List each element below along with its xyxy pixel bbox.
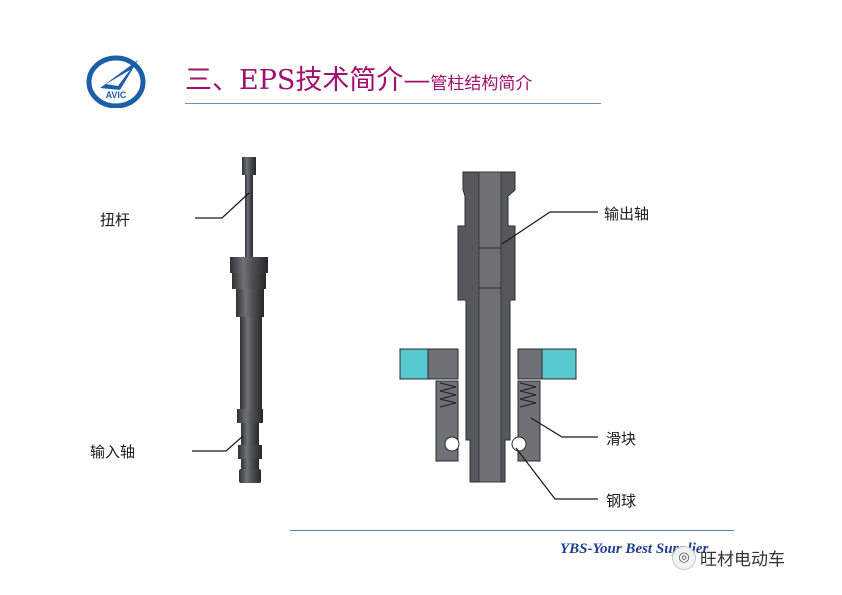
output-shaft-bore	[478, 171, 502, 483]
spring-left	[439, 382, 457, 408]
input-shaft-upper	[236, 289, 264, 317]
input-shaft-head	[230, 257, 268, 273]
spring-right	[519, 382, 537, 408]
title-dash: —	[403, 65, 431, 96]
watermark: ◎ 旺材电动车	[672, 545, 785, 570]
label-torsion-bar: 扭杆	[100, 211, 131, 229]
logo-text: AVIC	[106, 90, 127, 100]
watermark-text: 旺材电动车	[700, 550, 785, 570]
input-shaft-spline	[238, 445, 262, 459]
input-shaft-collar	[232, 273, 266, 289]
label-output-shaft: 输出轴	[604, 205, 650, 223]
footer-slogan: YBS-Your Best Supplier	[560, 541, 709, 557]
steel-ball-left	[444, 436, 460, 452]
wechat-icon: ◎	[672, 545, 696, 570]
page-title: 三、EPS技术简介—管柱结构简介	[185, 58, 532, 97]
title-sub: 管柱结构简介	[430, 74, 533, 94]
avic-logo: AVIC	[86, 55, 146, 108]
torsion-bar	[245, 175, 253, 257]
steel-ball-right	[511, 436, 527, 452]
input-shaft-groove	[241, 459, 259, 469]
label-slider: 滑块	[606, 430, 637, 448]
input-shaft-neck	[241, 423, 259, 445]
input-shaft-end	[239, 469, 261, 483]
input-shaft-ring	[237, 409, 263, 423]
title-main: 三、EPS技术简介	[185, 65, 404, 96]
torsion-bar-cap	[242, 157, 256, 175]
leader-lines	[192, 192, 598, 500]
title-underline	[185, 103, 601, 104]
label-input-shaft: 输入轴	[90, 443, 136, 461]
output-shaft-section	[399, 171, 577, 483]
label-steel-ball: 钢球	[606, 492, 637, 510]
footer-rule	[290, 530, 734, 531]
input-shaft-assembly	[230, 157, 268, 483]
input-shaft-body	[240, 317, 262, 409]
